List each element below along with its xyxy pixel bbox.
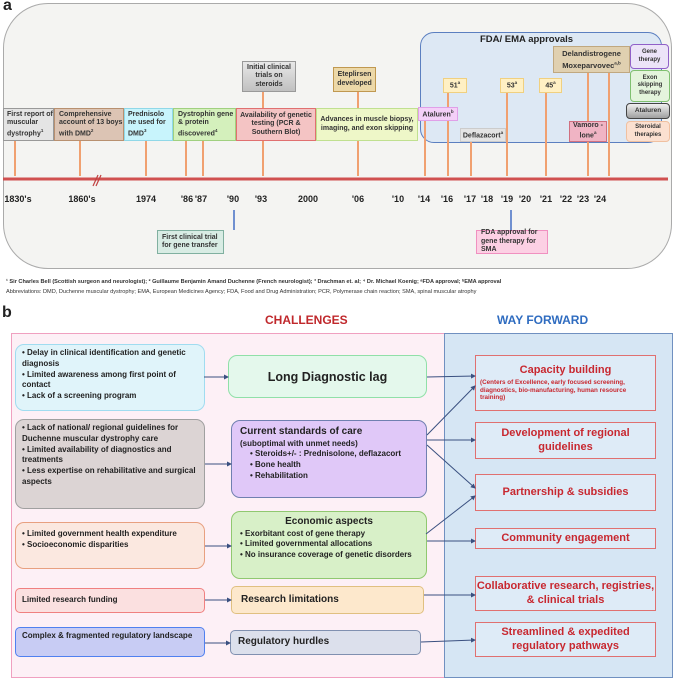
year-label: '24: [593, 194, 607, 204]
way-forward-regulatory: Streamlined & expedited regulatory pathw…: [475, 622, 656, 657]
year-label: '93: [254, 194, 268, 204]
cause-guidelines: Lack of national/ regional guidelines fo…: [15, 419, 205, 509]
event-advances: Advances in muscle biopsy, imaging, and …: [316, 108, 418, 141]
event-exon-51: 51a: [443, 78, 467, 93]
challenges-title: CHALLENGES: [265, 313, 348, 327]
year-label: 1830's: [4, 194, 32, 204]
cause-research: Limited research funding: [15, 588, 205, 613]
way-forward-guidelines: Development of regional guidelines: [475, 422, 656, 459]
legend-ataluren: Ataluren: [626, 103, 670, 119]
cause-economic: Limited government health expenditureSoc…: [15, 522, 205, 569]
year-label: '18: [480, 194, 494, 204]
event-deflazacort: Deflazacorta: [460, 128, 506, 142]
event-sma-approval: FDA approval for gene therapy for SMA: [476, 229, 548, 254]
event-prednisolone: Prednisolo ne used for DMD3: [124, 108, 173, 141]
year-label: '21: [539, 194, 553, 204]
year-label: '90: [226, 194, 240, 204]
year-label: '14: [417, 194, 431, 204]
legend-gene-therapy: Gene therapy: [630, 44, 669, 69]
panel-b-label: b: [2, 304, 12, 321]
challenge-standards-of-care: Current standards of care (suboptimal wi…: [231, 420, 427, 498]
event-first-report: First report of muscular dystrophy1: [3, 108, 54, 141]
year-label: '20: [518, 194, 532, 204]
year-label: '23: [576, 194, 590, 204]
year-label: 1974: [135, 194, 157, 204]
event-initial-clinical-trials: Initial clinical trials on steroids: [242, 61, 296, 92]
footnote-abbreviations: Abbreviations: DMD, Duchenne muscular dy…: [6, 289, 477, 295]
axis-break-icon: [92, 174, 99, 187]
way-forward-collaborative-research: Collaborative research, registries, & cl…: [475, 576, 656, 611]
year-label: '17: [463, 194, 477, 204]
footnote-references: ¹ Sir Charles Bell (Scottish surgeon and…: [6, 279, 502, 285]
way-forward-title: WAY FORWARD: [497, 313, 589, 327]
year-label: '10: [391, 194, 405, 204]
cause-regulatory: Complex & fragmented regulatory landscap…: [15, 627, 205, 657]
year-label: '22: [559, 194, 573, 204]
legend-steroidal: Steroidal therapies: [626, 121, 670, 142]
year-label: '87: [194, 194, 208, 204]
panel-a-label: a: [3, 0, 12, 14]
event-exon-53: 53a: [500, 78, 524, 93]
year-label: 1860's: [68, 194, 96, 204]
event-gene-transfer-trial: First clinical trial for gene transfer: [157, 230, 224, 254]
event-delandistrogene: Delandistrogene Moxeparvoveca,b: [553, 46, 630, 73]
event-vamorolone: Vamoro -lonea: [569, 121, 607, 142]
event-ataluren: Atalurenb: [418, 107, 458, 121]
way-forward-community: Community engagement: [475, 528, 656, 549]
year-label: '19: [500, 194, 514, 204]
legend-exon-skipping: Exon skipping therapy: [630, 70, 670, 102]
event-comprehensive-account: Comprehensive account of 13 boys with DM…: [54, 108, 124, 141]
year-label: 2000: [297, 194, 319, 204]
cause-diagnosis: Delay in clinical identification and gen…: [15, 344, 205, 411]
challenge-economic: Economic aspects Exorbitant cost of gene…: [231, 511, 427, 579]
challenge-research: Research limitations: [231, 586, 424, 614]
event-eteplirsen: Eteplirsen developed: [333, 67, 376, 92]
event-exon-45: 45a: [539, 78, 562, 93]
challenge-regulatory: Regulatory hurdles: [230, 630, 421, 655]
event-genetic-testing: Availability of genetic testing (PCR & S…: [236, 108, 316, 141]
way-forward-partnership: Partnership & subsidies: [475, 474, 656, 511]
year-label: '16: [440, 194, 454, 204]
year-label: '06: [351, 194, 365, 204]
fda-ema-title: FDA/ EMA approvals: [480, 34, 574, 45]
event-dystrophin: Dystrophin gene & protein discovered4: [173, 108, 236, 141]
year-label: '86: [180, 194, 194, 204]
way-forward-capacity-building: Capacity building(Centers of Excellence,…: [475, 355, 656, 411]
